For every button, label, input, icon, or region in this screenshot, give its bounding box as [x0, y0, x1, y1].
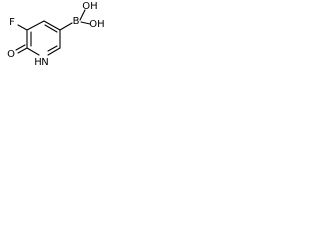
atom-labels: F O H N B OH OH	[7, 1, 105, 68]
atom-nitrogen: N	[41, 57, 48, 68]
bond-c3-c4	[43, 20, 61, 31]
bond-c4-b	[59, 22, 73, 31]
bond-c6-o	[17, 47, 28, 54]
structure-canvas: F O H N B OH OH	[7, 1, 105, 68]
atom-fluorine: F	[9, 17, 15, 28]
bond-b-oh-upper	[79, 9, 86, 21]
atom-boron: B	[73, 16, 80, 27]
ring-bonds	[26, 20, 61, 56]
atom-hydroxyl-upper: OH	[82, 1, 97, 12]
atom-nitrogen-hydrogen: H	[34, 57, 42, 68]
atom-oxygen: O	[7, 49, 15, 60]
bond-c2-f	[17, 24, 28, 31]
bond-c3-c4-inner	[44, 24, 58, 33]
substituent-bonds	[15, 9, 91, 54]
atom-hydroxyl-lower: OH	[89, 19, 104, 30]
bond-c5-n-inner	[47, 45, 58, 52]
bond-b-oh-lower	[80, 21, 91, 25]
bond-c5-n	[47, 47, 61, 56]
bond-c2-c3	[26, 20, 45, 31]
bond-c6-o-second	[15, 44, 26, 51]
bond-n-c6	[26, 47, 40, 56]
